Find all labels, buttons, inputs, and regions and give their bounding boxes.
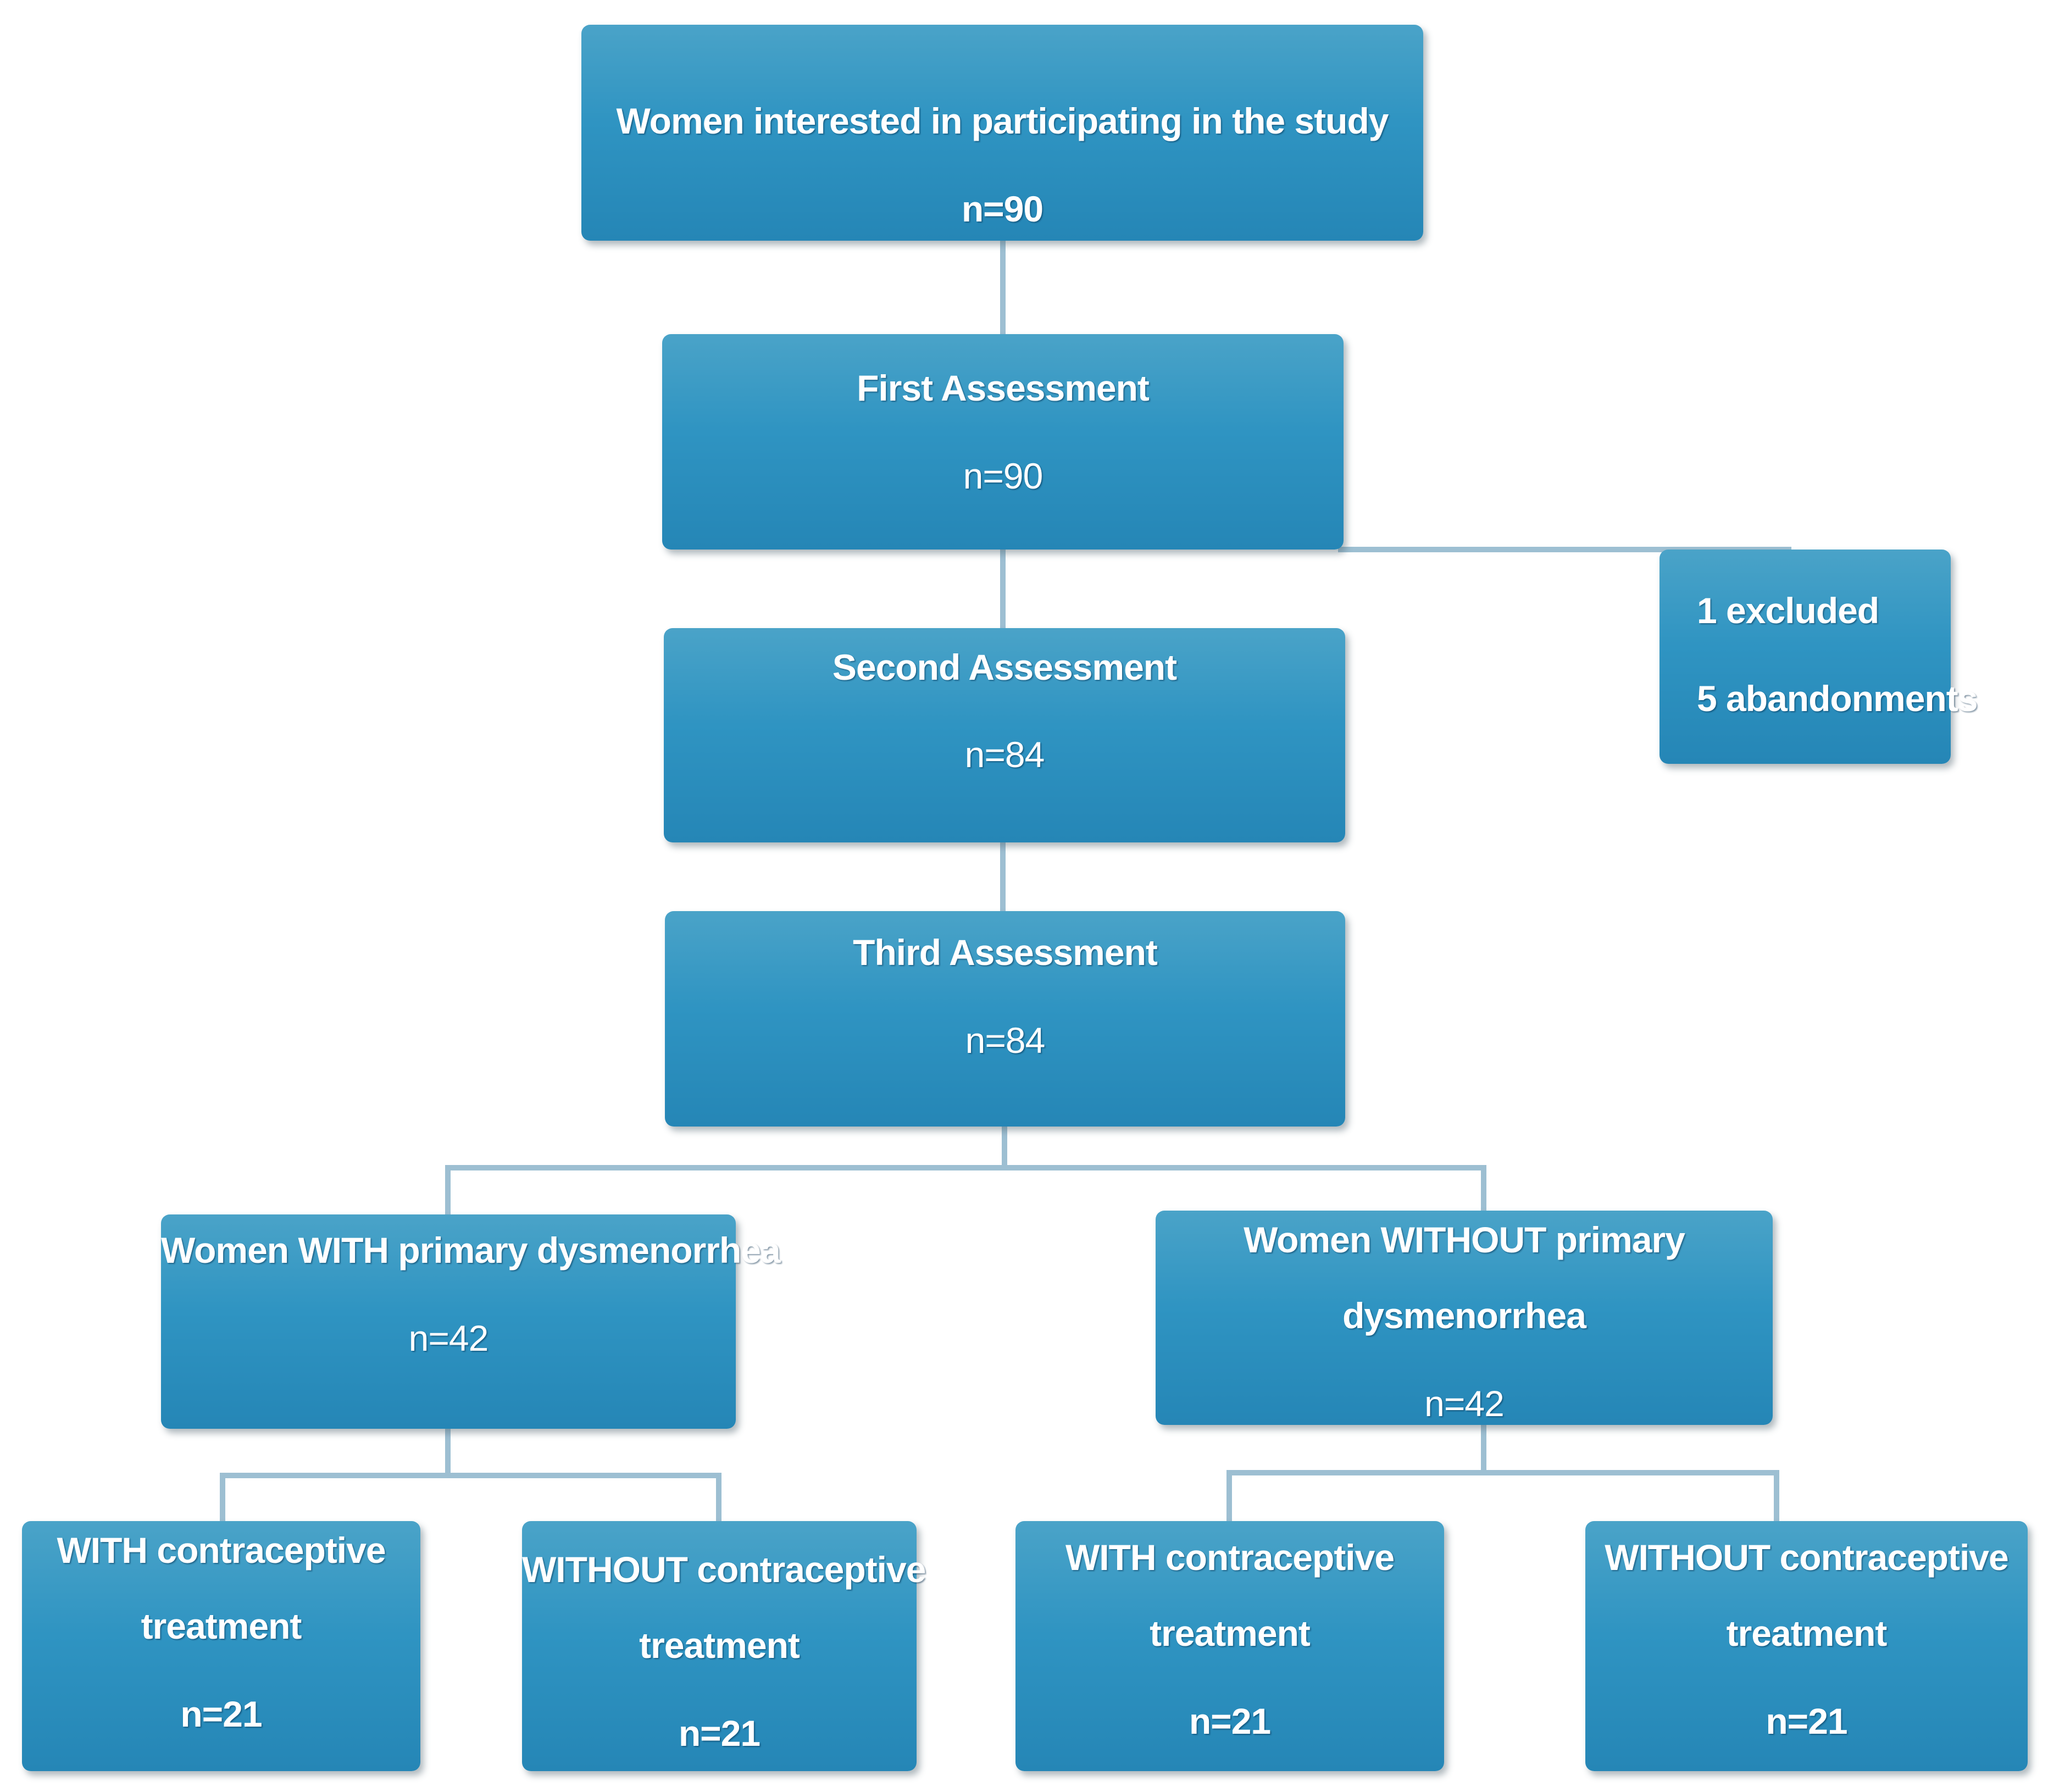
node-with-dysmenorrhea-count: n=42 <box>408 1318 489 1358</box>
node-with-dys-without-contraceptive-line2: treatment <box>639 1625 800 1666</box>
node-recruited-title: Women interested in participating in the… <box>616 101 1389 141</box>
node-with-dys-with-contraceptive-line2: treatment <box>141 1606 302 1646</box>
node-third-assessment-count: n=84 <box>965 1020 1046 1061</box>
node-recruited: Women interested in participating in the… <box>581 25 1423 241</box>
node-without-dys-with-contraceptive-line2: treatment <box>1150 1613 1311 1654</box>
node-with-dys-with-contraceptive-count: n=21 <box>180 1694 262 1734</box>
node-third-assessment-title: Third Assessment <box>853 932 1158 973</box>
node-first-assessment: First Assessment n=90 <box>662 334 1344 550</box>
node-without-dys-with-contraceptive-line1: WITH contraceptive <box>1065 1537 1395 1578</box>
node-without-dys-without-contraceptive: WITHOUT contraceptive treatment n=21 <box>1585 1521 2028 1771</box>
node-without-dys-without-contraceptive-count: n=21 <box>1766 1701 1847 1741</box>
node-without-dysmenorrhea-title-line2: dysmenorrhea <box>1342 1295 1586 1336</box>
node-without-dys-with-contraceptive-count: n=21 <box>1189 1701 1271 1741</box>
node-second-assessment-count: n=84 <box>964 734 1045 775</box>
node-without-dysmenorrhea: Women WITHOUT primary dysmenorrhea n=42 <box>1156 1211 1773 1425</box>
node-with-dys-without-contraceptive: WITHOUT contraceptive treatment n=21 <box>522 1521 926 1771</box>
connector-with-dys-children <box>220 1473 721 1525</box>
node-with-dys-with-contraceptive: WITH contraceptive treatment n=21 <box>22 1521 420 1771</box>
node-without-dys-without-contraceptive-line1: WITHOUT contraceptive <box>1605 1537 2008 1578</box>
node-without-dys-with-contraceptive: WITH contraceptive treatment n=21 <box>1015 1521 1444 1771</box>
node-with-dys-with-contraceptive-line1: WITH contraceptive <box>57 1530 386 1571</box>
node-with-dysmenorrhea-title: Women WITH primary dysmenorrhea <box>161 1230 781 1271</box>
node-recruited-count: n=90 <box>961 188 1044 229</box>
node-second-assessment-title: Second Assessment <box>832 647 1177 687</box>
node-losses: 1 excluded 5 abandonments <box>1660 550 1978 764</box>
node-first-assessment-title: First Assessment <box>857 368 1150 408</box>
node-without-dys-without-contraceptive-line2: treatment <box>1726 1613 1888 1654</box>
node-without-dysmenorrhea-title-line1: Women WITHOUT primary <box>1244 1219 1685 1260</box>
node-losses-excluded: 1 excluded <box>1697 590 1879 631</box>
node-second-assessment: Second Assessment n=84 <box>664 628 1345 842</box>
connector-without-dys-children <box>1226 1470 1779 1525</box>
node-third-assessment: Third Assessment n=84 <box>665 911 1345 1127</box>
connector-split-branches <box>445 1165 1486 1217</box>
node-losses-abandonments: 5 abandonments <box>1697 678 1978 719</box>
node-with-dysmenorrhea: Women WITH primary dysmenorrhea n=42 <box>161 1214 781 1429</box>
node-without-dysmenorrhea-count: n=42 <box>1424 1383 1505 1424</box>
node-with-dys-without-contraceptive-count: n=21 <box>678 1713 761 1754</box>
node-with-dys-without-contraceptive-line1: WITHOUT contraceptive <box>522 1549 926 1590</box>
node-first-assessment-count: n=90 <box>963 456 1044 496</box>
